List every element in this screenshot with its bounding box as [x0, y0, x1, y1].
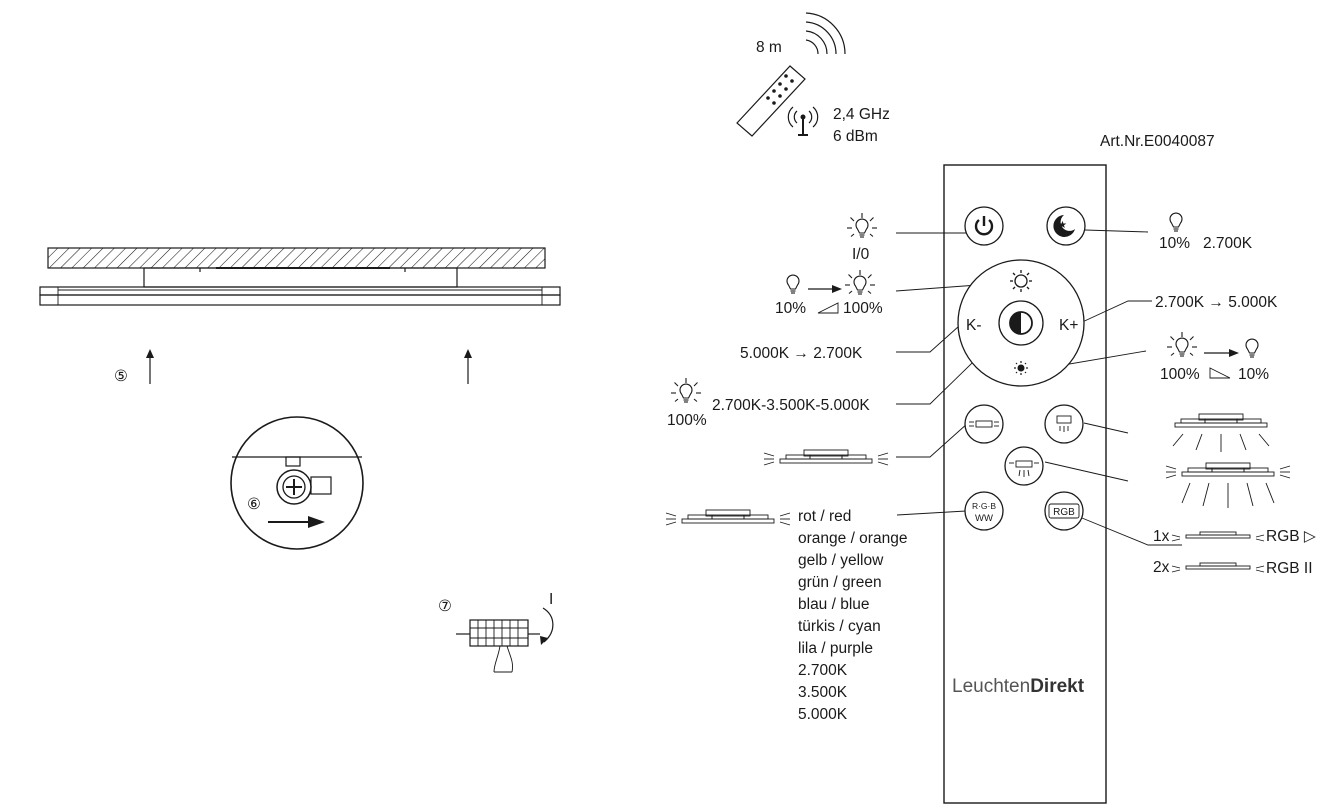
step-6-label: ⑥: [247, 496, 261, 513]
remote-tilted-icon: [736, 65, 806, 137]
dim-down-start: 100%: [1160, 366, 1200, 383]
color-list-item-1: orange / orange: [798, 530, 907, 547]
arrow-right-icon: [832, 285, 842, 293]
step-5-label: ⑤: [114, 368, 128, 385]
rgb-button-label: RGB: [1053, 507, 1075, 518]
night-light-button[interactable]: ★: [1046, 206, 1086, 246]
color-list-item-2: gelb / yellow: [798, 552, 884, 569]
power-label: I/0: [852, 246, 870, 263]
kelvin-minus-button[interactable]: K-: [966, 317, 982, 334]
bulb-dim-icon: [786, 274, 800, 294]
switch-mark: I: [549, 591, 553, 608]
brand-logo: LeuchtenDirekt: [952, 676, 1085, 697]
rgbww-panel-icon: [665, 509, 791, 526]
article-number: Art.Nr.E0040087: [1100, 133, 1215, 150]
brightness-up-button[interactable]: [1010, 270, 1032, 292]
rgb-twice-count: 2x: [1153, 559, 1170, 576]
brightness-down-button[interactable]: [1014, 361, 1028, 375]
rgb-once-panel-icon: [1171, 531, 1265, 542]
dim-up-start: 10%: [775, 300, 806, 317]
night-kelvin: 2.700K: [1203, 235, 1253, 252]
color-list-item-3: grün / green: [798, 574, 882, 591]
brand-bold: Direkt: [1030, 676, 1085, 697]
color-list-item-6: lila / purple: [798, 640, 873, 657]
brand-light: Leuchten: [952, 676, 1030, 697]
frequency-text: 2,4 GHz: [833, 106, 890, 123]
color-list-item-9: 5.000K: [798, 706, 848, 723]
power-button[interactable]: [964, 206, 1004, 246]
color-temperature-cycle-button[interactable]: [998, 300, 1044, 346]
color-list: rot / red orange / orange gelb / yellow …: [798, 508, 907, 723]
kelvin-down-label: 5.000K → 2.700K: [740, 345, 863, 362]
kelvin-plus-button[interactable]: K+: [1059, 317, 1078, 334]
ramp-up-icon: [817, 302, 839, 314]
color-list-item-5: türkis / cyan: [798, 618, 881, 635]
color-list-item-4: blau / blue: [798, 596, 870, 613]
rgb-twice-panel-icon: [1171, 562, 1265, 573]
color-list-item-8: 3.500K: [798, 684, 848, 701]
ceiling-mount-drawing: [39, 247, 561, 384]
rgb-twice-label: RGB II: [1266, 560, 1313, 577]
antenna-icon: [787, 106, 819, 136]
all-light-panel-icon: [1165, 462, 1291, 508]
arrow-right-dim-icon: [1229, 349, 1239, 357]
rgbww-button-top-label: R·G·B: [972, 501, 996, 511]
bulb-full-icon: [671, 378, 701, 402]
down-light-button[interactable]: [1044, 404, 1084, 444]
rgb-once-count: 1x: [1153, 528, 1170, 545]
dim-down-end: 10%: [1238, 366, 1269, 383]
side-light-button[interactable]: [964, 404, 1004, 444]
bulb-on-icon: [847, 213, 877, 237]
all-light-button[interactable]: [1004, 446, 1044, 486]
bulb-bright-right-icon: [1167, 332, 1197, 356]
ramp-down-icon: [1209, 367, 1231, 379]
kelvin-up-label: 2.700K → 5.000K: [1155, 294, 1278, 311]
color-list-item-0: rot / red: [798, 508, 851, 525]
wireless-range-icon: [805, 12, 846, 55]
dim-up-end: 100%: [843, 300, 883, 317]
down-light-panel-icon: [1172, 413, 1270, 452]
terminal-block-drawing: [456, 607, 554, 673]
color-list-item-7: 2.700K: [798, 662, 848, 679]
rgb-button[interactable]: RGB: [1044, 491, 1084, 531]
side-light-panel-icon: [763, 449, 889, 466]
screw-detail-drawing: [230, 416, 364, 550]
power-text: 6 dBm: [833, 128, 878, 145]
range-text: 8 m: [756, 39, 782, 56]
step-7-label: ⑦: [438, 598, 452, 615]
rgb-once-label: RGB ▷: [1266, 528, 1317, 545]
bulb-night-icon: [1169, 212, 1183, 232]
night-percent: 10%: [1159, 235, 1190, 252]
rgbww-button-bottom-label: WW: [975, 513, 993, 524]
rgbww-button[interactable]: R·G·B WW: [964, 491, 1004, 531]
cycle-percent: 100%: [667, 412, 707, 429]
bulb-bright-icon: [845, 270, 875, 294]
cycle-kelvin-label: 2.700K-3.500K-5.000K: [712, 397, 870, 414]
bulb-dim-right-icon: [1245, 338, 1259, 358]
svg-text:★: ★: [1058, 220, 1067, 231]
